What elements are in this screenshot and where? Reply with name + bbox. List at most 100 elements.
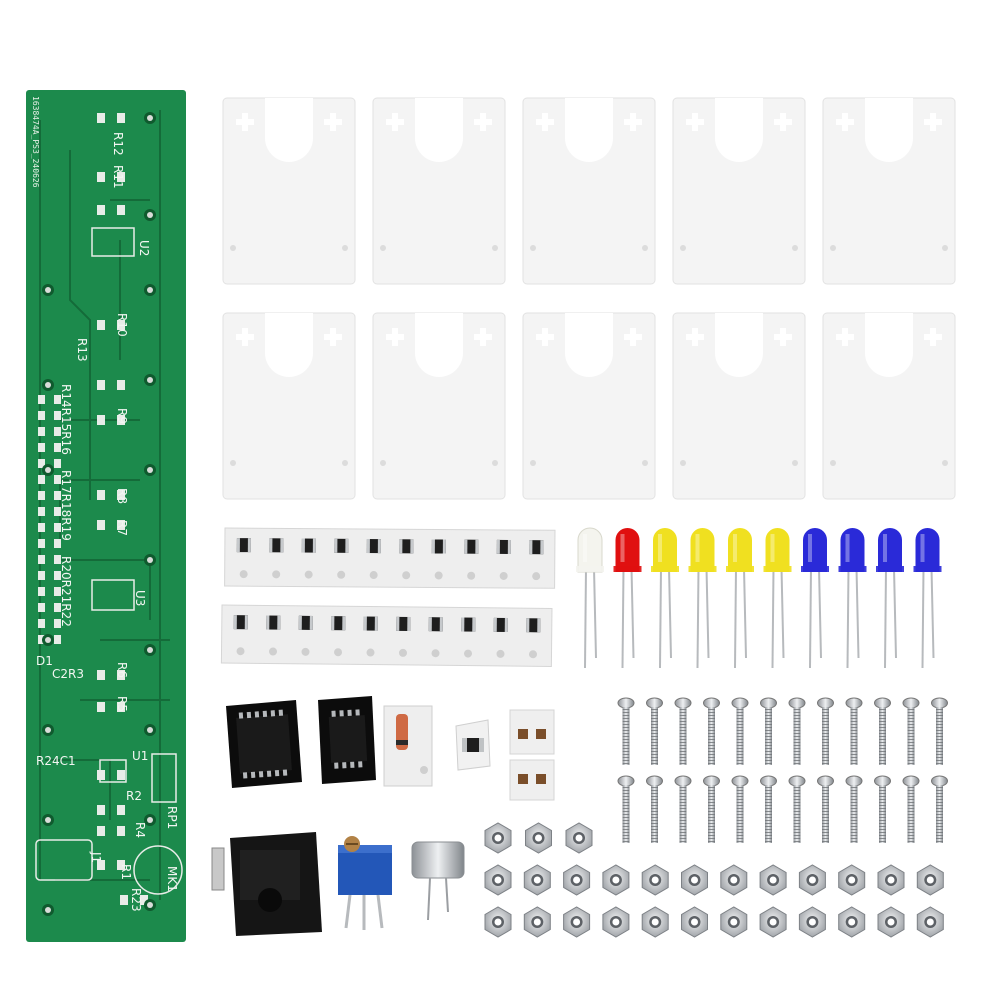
acrylic-plate: [672, 312, 806, 500]
hex-nut: [484, 822, 512, 854]
smd-resistor: [496, 539, 511, 554]
smd-resistor: [331, 616, 346, 631]
nut-hole-center: [808, 876, 816, 884]
pcb-pad: [117, 172, 125, 182]
screw-head: [817, 697, 834, 709]
acrylic-plates: [222, 97, 956, 500]
smd-terminal: [507, 539, 511, 554]
silk-label-r6: R6: [115, 662, 129, 678]
screw-threads: [879, 707, 886, 765]
acrylic-plate: [522, 312, 656, 500]
pcb-pad: [117, 702, 125, 712]
plate-cutout: [692, 113, 698, 131]
led-leg: [930, 567, 935, 659]
smd-resistor: [269, 538, 284, 553]
screw-head: [731, 697, 749, 709]
acrylic-plate: [372, 312, 506, 500]
smd-resistor: [366, 538, 381, 554]
acrylic-plate: [822, 312, 956, 500]
nut-hole-center: [573, 876, 581, 884]
led-flange: [763, 566, 792, 572]
smd-terminal: [442, 539, 446, 554]
led-highlight: [733, 534, 737, 562]
acrylic-plate: [222, 97, 356, 285]
pcb-pad: [54, 619, 61, 628]
screw-threads: [736, 707, 744, 765]
plate-hole: [942, 460, 948, 466]
screw-threads: [622, 707, 630, 765]
screw-head: [731, 775, 749, 787]
screw-head: [788, 697, 806, 709]
machine-screw: [931, 697, 948, 765]
led-yellow: [651, 528, 679, 669]
screw-threads: [736, 785, 744, 843]
plate-slot: [415, 98, 463, 162]
smd-terminal: [280, 538, 284, 553]
machine-screw: [845, 697, 863, 765]
pcb-pad: [54, 395, 61, 404]
pcb-hole-center: [147, 727, 153, 733]
pcb-pad: [38, 587, 45, 596]
machine-screw: [788, 697, 806, 765]
hex-nut: [798, 864, 826, 896]
pcb-pad: [38, 619, 45, 628]
silk-label-r7: R7: [115, 520, 129, 536]
silk-label-r8: R8: [115, 488, 129, 504]
plate-hole: [680, 460, 686, 466]
hex-nut: [641, 906, 669, 938]
smd-terminal: [537, 618, 541, 633]
led-flange: [688, 566, 717, 572]
smd-terminal: [334, 538, 338, 553]
pcb-pad: [54, 603, 61, 612]
silk-label-j1: J1: [89, 851, 103, 863]
smd-terminal: [374, 616, 378, 631]
tape-sprocket-hole: [304, 570, 313, 579]
silk-label-r20: R20R21R22: [59, 556, 73, 627]
smd-resistor: [334, 538, 349, 553]
pcb-pad: [117, 520, 125, 530]
led-leg: [780, 567, 785, 659]
plate-cutout: [542, 113, 548, 131]
nut-hole-center: [730, 918, 738, 926]
hex-nut: [916, 864, 944, 896]
led-highlight: [883, 534, 887, 562]
smd-resistor: [461, 617, 476, 632]
pcb-pad: [38, 555, 45, 564]
led-yellow: [726, 528, 754, 669]
nut-hole-center: [769, 876, 777, 884]
hex-nut: [720, 864, 748, 896]
pcb-pad: [54, 523, 61, 532]
plate-cutout: [842, 113, 848, 131]
plate-hole: [642, 245, 648, 251]
screw-threads: [651, 785, 658, 843]
smd-terminal: [345, 538, 349, 553]
hex-nut: [602, 906, 630, 938]
pcb-pad: [117, 380, 125, 390]
plate-cutout: [242, 328, 248, 346]
hex-nut: [798, 906, 826, 938]
smd-terminal: [410, 539, 414, 554]
screw-head: [646, 697, 663, 709]
pcb-pad: [97, 670, 105, 680]
led-highlight: [695, 534, 700, 562]
nut-hole-center: [533, 876, 541, 884]
plate-cutout: [542, 328, 548, 346]
pcb-hole-center: [45, 287, 51, 293]
hex-nut: [565, 822, 593, 854]
smd-terminal: [236, 538, 240, 553]
machine-screw: [902, 775, 920, 843]
smd-terminal: [269, 538, 273, 553]
screw-threads: [765, 785, 772, 843]
plate-slot: [715, 98, 763, 162]
screw-threads: [936, 785, 943, 843]
pcb-pad: [54, 635, 61, 644]
silk-label-r11: R11: [111, 165, 125, 189]
screw-head: [931, 697, 948, 709]
machine-screw: [646, 697, 663, 765]
tape-sprocket-hole: [467, 571, 476, 580]
pcb-pad: [38, 571, 45, 580]
ic-footprint: [91, 227, 135, 257]
silk-label-r10: R10: [115, 313, 129, 337]
smd-terminal: [301, 538, 305, 553]
silk-label-r1: R1: [119, 864, 133, 880]
